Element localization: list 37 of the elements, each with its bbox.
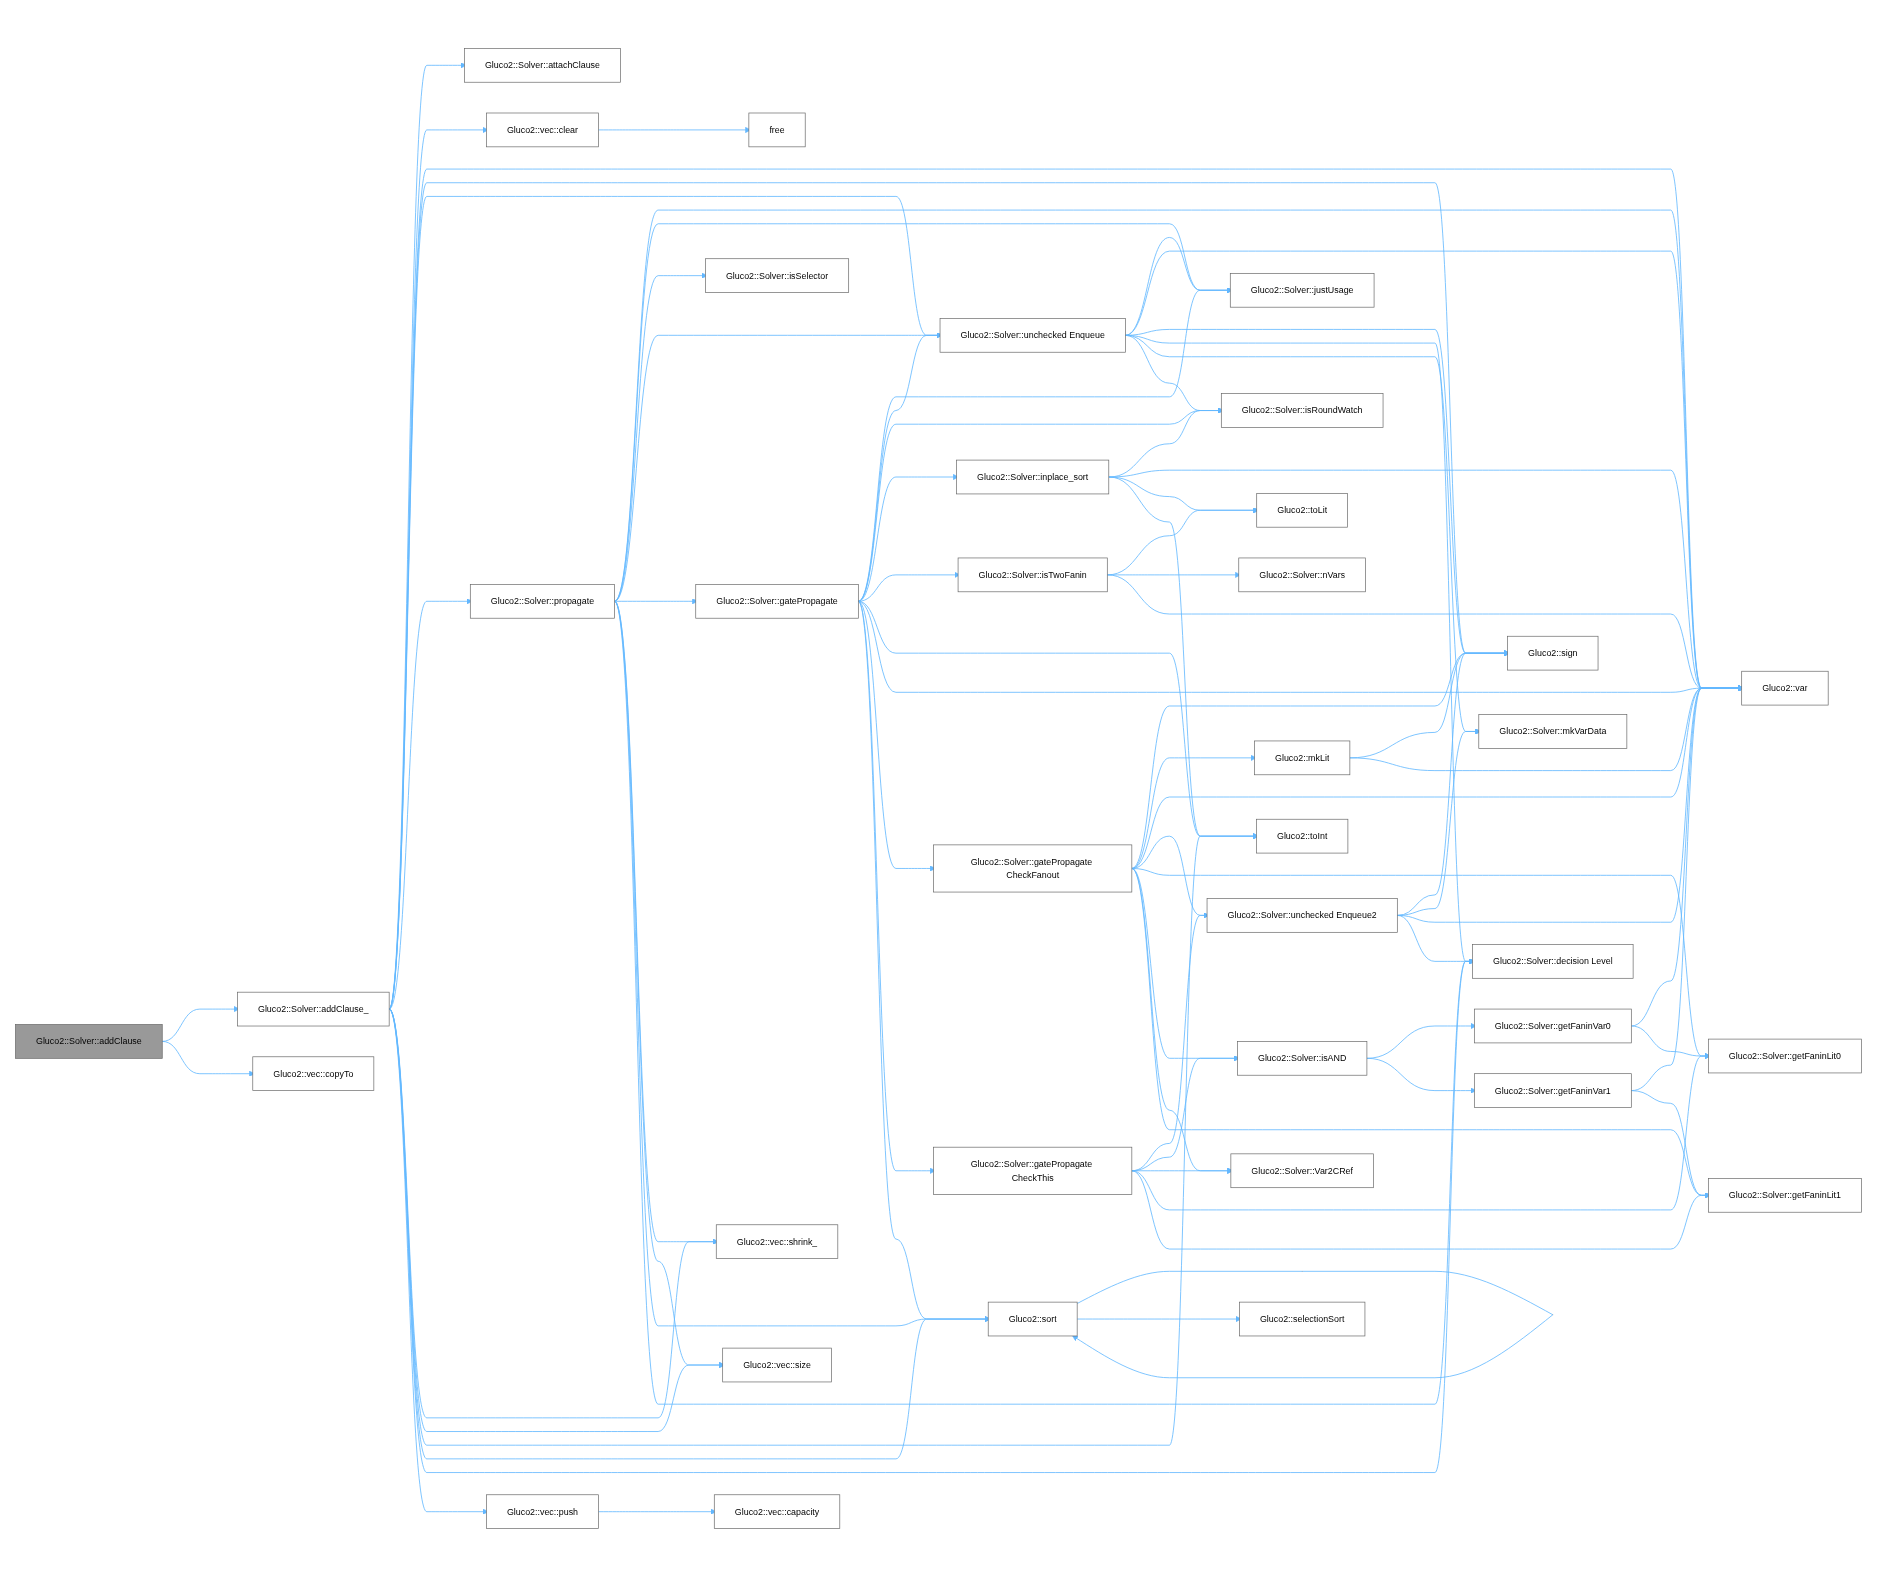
node-box: Gluco2::Solver::getFaninVar0 [1474, 1008, 1632, 1044]
node-box: Gluco2::Solver::getFaninLit0 [1708, 1038, 1862, 1074]
node-box: Gluco2::mkLit [1254, 740, 1351, 776]
node-box: Gluco2::Solver::isAND [1237, 1041, 1368, 1076]
node-box: Gluco2::Solver::attachClause [464, 48, 621, 83]
node-box: Gluco2::Solver::gatePropagate CheckFanout [933, 844, 1133, 893]
node-box: Gluco2::Solver::isTwoFanin [957, 557, 1108, 593]
node-box: Gluco2::vec::capacity [713, 1494, 841, 1529]
node-box: Gluco2::Solver::justUsage [1229, 273, 1375, 308]
node-box: free [748, 112, 806, 148]
node-box: Gluco2::Solver::getFaninLit1 [1708, 1178, 1862, 1213]
node-box: Gluco2::vec::copyTo [252, 1056, 375, 1091]
node-box: Gluco2::Solver::nVars [1238, 557, 1366, 593]
node-box: Gluco2::selectionSort [1239, 1301, 1366, 1337]
node-box: Gluco2::Solver::inplace_sort [956, 459, 1110, 495]
node-box: Gluco2::sort [987, 1301, 1078, 1337]
node-box: Gluco2::Solver::unchecked Enqueue2 [1206, 898, 1398, 933]
node-box: Gluco2::Solver::gatePropagate [695, 584, 859, 619]
node-box: Gluco2::vec::size [722, 1347, 832, 1383]
node-box: Gluco2::Solver::gatePropagate CheckThis [933, 1146, 1133, 1195]
node-box: Gluco2::Solver::decision Level [1472, 944, 1634, 979]
node-box: Gluco2::vec::clear [486, 112, 599, 148]
node-box: Gluco2::Solver::addClause_ [237, 991, 390, 1027]
node-box: Gluco2::toLit [1256, 493, 1348, 528]
node-box: Gluco2::toInt [1256, 818, 1349, 854]
node-box: Gluco2::vec::push [486, 1494, 599, 1529]
node-box: Gluco2::Solver::unchecked Enqueue [939, 318, 1126, 353]
node-box: Gluco2::Solver::Var2CRef [1230, 1153, 1374, 1189]
node-box: Gluco2::Solver::isSelector [705, 258, 850, 293]
node-box: Gluco2::vec::shrink_ [715, 1224, 839, 1259]
node-box: Gluco2::Solver::propagate [469, 584, 615, 619]
node-box: Gluco2::Solver::isRoundWatch [1220, 393, 1384, 428]
node-box: Gluco2::var [1741, 670, 1829, 706]
node-box: Gluco2::Solver::addClause [15, 1024, 163, 1059]
node-box: Gluco2::Solver::getFaninVar1 [1474, 1073, 1632, 1108]
node-box: Gluco2::Solver::mkVarData [1478, 714, 1628, 749]
node-box: Gluco2::sign [1507, 635, 1599, 671]
